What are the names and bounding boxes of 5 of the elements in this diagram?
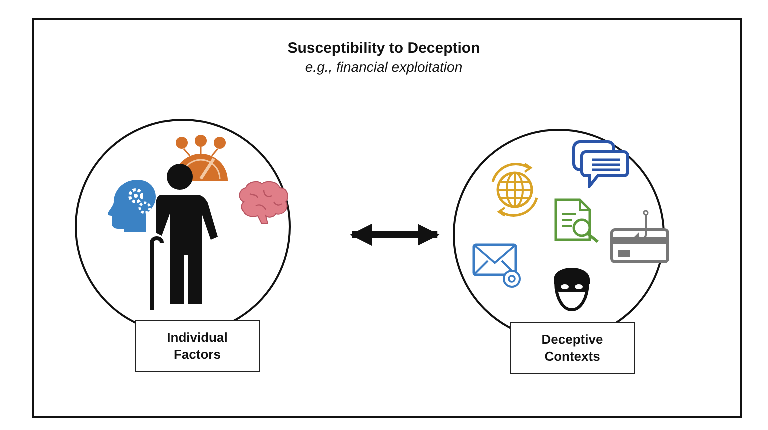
node-label: Deceptive Contexts <box>510 322 635 374</box>
subtitle: e.g., financial exploitation <box>304 59 464 75</box>
node-label: Individual Factors <box>135 320 260 372</box>
double-arrow <box>350 224 440 246</box>
diagram-title: Susceptibility to Deception <box>286 40 482 57</box>
